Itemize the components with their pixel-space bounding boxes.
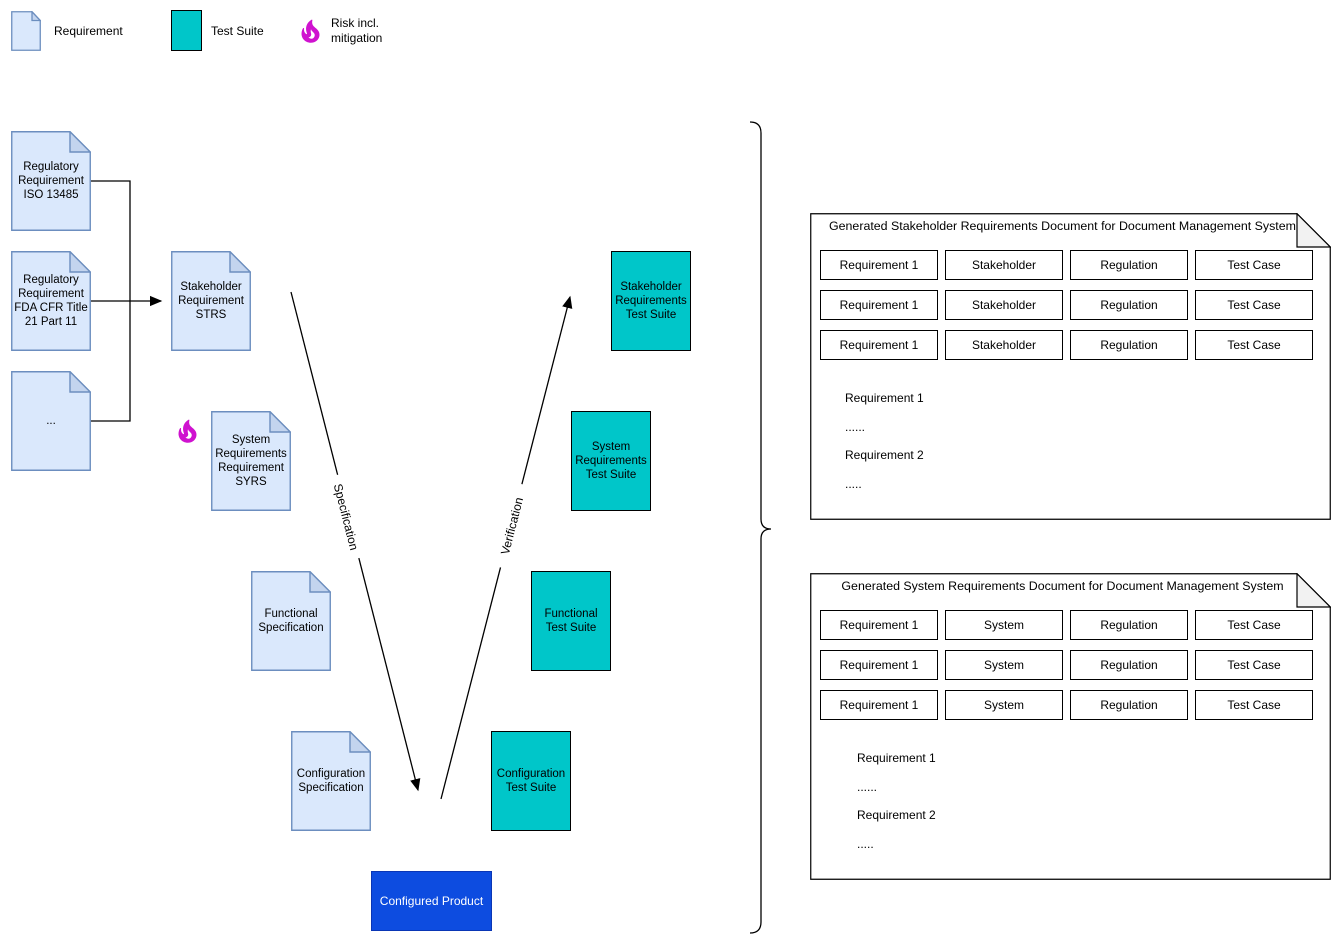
- doc-regulatory-other: ...: [11, 371, 91, 471]
- table-row: Requirement 1 Stakeholder Regulation Tes…: [820, 330, 1323, 360]
- panel-title: Generated System Requirements Document f…: [841, 579, 1284, 593]
- legend-risk-label: Risk incl. mitigation: [331, 16, 383, 45]
- legend-requirement-label: Requirement: [54, 24, 123, 38]
- table-row: Requirement 1 System Regulation Test Cas…: [820, 610, 1323, 640]
- suite-label: Functional Test Suite: [544, 608, 598, 634]
- doc-functional-specification: Functional Specification: [251, 571, 331, 671]
- table-row: Requirement 1 Stakeholder Regulation Tes…: [820, 250, 1323, 280]
- cell-requirement: Requirement 1: [820, 610, 938, 640]
- requirements-table: Requirement 1 Stakeholder Regulation Tes…: [820, 250, 1323, 360]
- cell-regulation: Regulation: [1070, 650, 1188, 680]
- cell-regulation: Regulation: [1070, 690, 1188, 720]
- cell-requirement: Requirement 1: [820, 250, 938, 280]
- table-row: Requirement 1 Stakeholder Regulation Tes…: [820, 290, 1323, 320]
- cell-stakeholder: Stakeholder: [945, 250, 1063, 280]
- cell-test-case: Test Case: [1195, 330, 1313, 360]
- cell-system: System: [945, 610, 1063, 640]
- body-line: .....: [857, 837, 874, 851]
- risk-flame-icon: [297, 18, 324, 45]
- cell-test-case: Test Case: [1195, 250, 1313, 280]
- suite-system-requirements: System Requirements Test Suite: [571, 411, 651, 511]
- cell-requirement: Requirement 1: [820, 690, 938, 720]
- cell-requirement: Requirement 1: [820, 650, 938, 680]
- panel-system-requirements-doc: Generated System Requirements Document f…: [810, 573, 1331, 880]
- cell-requirement: Requirement 1: [820, 290, 938, 320]
- body-line: Requirement 1: [845, 391, 924, 405]
- body-line: Requirement 2: [857, 808, 936, 822]
- doc-regulatory-fda-cfr: Regulatory Requirement FDA CFR Title 21 …: [11, 251, 91, 351]
- doc-regulatory-iso-13485: Regulatory Requirement ISO 13485: [11, 131, 91, 231]
- cell-system: System: [945, 650, 1063, 680]
- table-row: Requirement 1 System Regulation Test Cas…: [820, 690, 1323, 720]
- cell-test-case: Test Case: [1195, 650, 1313, 680]
- cell-regulation: Regulation: [1070, 610, 1188, 640]
- cell-regulation: Regulation: [1070, 330, 1188, 360]
- cell-regulation: Regulation: [1070, 250, 1188, 280]
- requirements-table: Requirement 1 System Regulation Test Cas…: [820, 610, 1323, 720]
- doc-system-requirements-syrs: System Requirements Requirement SYRS: [211, 411, 291, 511]
- legend-test-suite-label: Test Suite: [211, 24, 264, 38]
- table-row: Requirement 1 System Regulation Test Cas…: [820, 650, 1323, 680]
- legend-requirement-icon: [11, 10, 42, 51]
- cell-regulation: Regulation: [1070, 290, 1188, 320]
- doc-stakeholder-requirement-strs: Stakeholder Requirement STRS: [171, 251, 251, 351]
- configured-product-node: Configured Product: [371, 871, 492, 931]
- body-line: .....: [845, 477, 862, 491]
- panel-title: Generated Stakeholder Requirements Docum…: [829, 219, 1296, 233]
- panel-stakeholder-requirements-doc: Generated Stakeholder Requirements Docum…: [810, 213, 1331, 520]
- body-line: Requirement 2: [845, 448, 924, 462]
- suite-label: Configuration Test Suite: [496, 768, 566, 794]
- legend-test-suite-swatch: [171, 10, 202, 51]
- body-line: ......: [845, 420, 866, 434]
- suite-configuration: Configuration Test Suite: [491, 731, 571, 831]
- risk-flame-icon: [174, 418, 201, 445]
- doc-configuration-specification: Configuration Specification: [291, 731, 371, 831]
- curly-brace: [749, 121, 772, 934]
- body-line: Requirement 1: [857, 751, 936, 765]
- cell-test-case: Test Case: [1195, 690, 1313, 720]
- product-label: Configured Product: [379, 894, 484, 908]
- cell-test-case: Test Case: [1195, 610, 1313, 640]
- suite-label: System Requirements Test Suite: [575, 441, 647, 481]
- suite-stakeholder-requirements: Stakeholder Requirements Test Suite: [611, 251, 691, 351]
- cell-stakeholder: Stakeholder: [945, 330, 1063, 360]
- cell-test-case: Test Case: [1195, 290, 1313, 320]
- cell-requirement: Requirement 1: [820, 330, 938, 360]
- cell-system: System: [945, 690, 1063, 720]
- body-line: ......: [857, 780, 878, 794]
- suite-label: Stakeholder Requirements Test Suite: [615, 281, 687, 321]
- cell-stakeholder: Stakeholder: [945, 290, 1063, 320]
- suite-functional: Functional Test Suite: [531, 571, 611, 671]
